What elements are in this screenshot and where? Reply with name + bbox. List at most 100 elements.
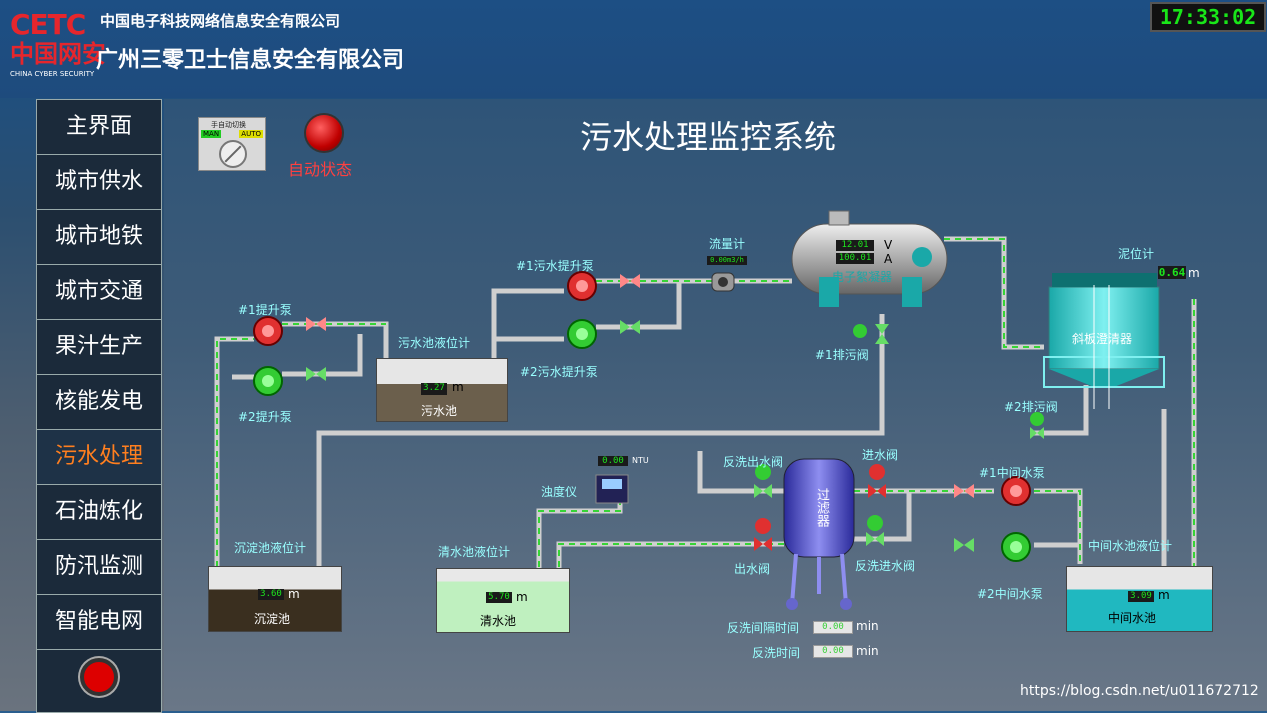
valve-icon[interactable] — [620, 320, 640, 334]
label-outlet-valve: 出水阀 — [734, 562, 771, 576]
sidebar-item-nuclear[interactable]: 核能发电 — [37, 375, 161, 430]
emergency-stop-button[interactable] — [80, 658, 118, 696]
logo-cn: 中国网安 — [10, 40, 106, 68]
turbidity-meter-icon — [595, 474, 629, 504]
current-unit: A — [884, 252, 893, 266]
backwash-time-input[interactable]: 0.00 — [813, 645, 853, 658]
pump-sewage-1-icon[interactable] — [567, 271, 597, 301]
clarifier-tank — [1043, 273, 1165, 409]
label-backwash-in: 反洗进水阀 — [855, 559, 916, 573]
pump-mid-2-icon[interactable] — [1001, 532, 1031, 562]
label-backwash-time: 反洗时间 — [752, 646, 801, 660]
pump-lift-2-icon[interactable] — [253, 366, 283, 396]
pump-sewage-2-icon[interactable] — [567, 319, 597, 349]
label-sewage-pool-level: 污水池液位计 — [398, 336, 471, 350]
org-name-1: 中国电子科技网络信息安全有限公司 — [100, 12, 341, 30]
sidebar-item-home[interactable]: 主界面 — [37, 100, 161, 155]
sed-level-display: 3.60 — [258, 589, 284, 600]
label-sewage-pool: 污水池 — [421, 404, 458, 418]
flow-lines — [216, 238, 1195, 584]
sed-level-unit: m — [288, 587, 300, 601]
label-electro-coagulator: 电子絮凝器 — [832, 270, 893, 284]
valve-icon[interactable] — [306, 367, 326, 381]
mode-auto-label: AUTO — [239, 130, 263, 138]
label-mid-pump-2: #2中间水泵 — [977, 587, 1043, 601]
label-clarifier: 斜板澄清器 — [1072, 332, 1133, 346]
valve-icon[interactable] — [954, 538, 974, 552]
header-bar — [0, 0, 1267, 98]
label-mid-pool: 中间水池 — [1108, 611, 1157, 625]
voltage-display: 12.01 — [836, 240, 874, 251]
backwash-interval-input[interactable]: 0.00 — [813, 621, 853, 634]
flowmeter-icon — [711, 272, 735, 292]
valve-drain-1-icon[interactable] — [853, 324, 889, 344]
sidebar-item-petro[interactable]: 石油炼化 — [37, 485, 161, 540]
filter-vessel — [783, 458, 855, 610]
label-clean-pool: 清水池 — [480, 614, 517, 628]
valve-backwash-out-icon[interactable] — [754, 464, 772, 498]
backwash-interval-unit: min — [856, 619, 879, 633]
valve-icon[interactable] — [620, 274, 640, 288]
valve-icon[interactable] — [306, 317, 326, 331]
voltage-unit: V — [884, 238, 893, 252]
valve-drain-2-icon[interactable] — [1030, 412, 1044, 439]
valve-inlet-icon[interactable] — [868, 464, 886, 498]
valve-outlet-icon[interactable] — [754, 518, 772, 551]
label-mud-meter: 泥位计 — [1118, 247, 1155, 261]
label-pump-lift-2: #2提升泵 — [238, 410, 292, 424]
label-turbidity: 浊度仪 — [541, 485, 578, 499]
mode-knob-icon — [219, 140, 247, 168]
mode-man-label: MAN — [201, 130, 222, 138]
label-mid-pool-level: 中间水池液位计 — [1088, 539, 1173, 553]
logo-cetc: CETC — [10, 8, 86, 41]
sidebar-stop-area — [37, 650, 161, 704]
pump-lift-1-icon[interactable] — [253, 316, 283, 346]
sidebar-item-sewage[interactable]: 污水处理 — [37, 430, 161, 485]
mid-level-display: 3.09 — [1128, 591, 1154, 602]
backwash-time-unit: min — [856, 644, 879, 658]
sidebar-item-grid[interactable]: 智能电网 — [37, 595, 161, 650]
sidebar-item-flood[interactable]: 防汛监测 — [37, 540, 161, 595]
label-inlet-valve: 进水阀 — [862, 448, 899, 462]
mode-switch-title: 手自动切换 — [211, 121, 246, 129]
label-backwash-interval: 反洗间隔时间 — [727, 621, 800, 635]
sidebar-nav: 主界面 城市供水 城市地铁 城市交通 果汁生产 核能发电 污水处理 石油炼化 防… — [36, 99, 162, 713]
status-label: 自动状态 — [288, 160, 353, 179]
label-flowmeter: 流量计 — [709, 237, 746, 251]
page-title: 污水处理监控系统 — [580, 118, 837, 156]
clean-level-unit: m — [516, 590, 528, 604]
clock-display: 17:33:02 — [1150, 2, 1266, 32]
sewage-level-unit: m — [452, 380, 464, 394]
label-clean-pool-level: 清水池液位计 — [438, 545, 511, 559]
sidebar-item-metro[interactable]: 城市地铁 — [37, 210, 161, 265]
label-backwash-out: 反洗出水阀 — [723, 455, 784, 469]
sidebar-item-water-supply[interactable]: 城市供水 — [37, 155, 161, 210]
flow-display: 0.00m3/h — [707, 256, 747, 265]
label-drain-2: #2排污阀 — [1004, 400, 1058, 414]
mud-level-display: 0.64 — [1158, 266, 1186, 279]
turbidity-unit: NTU — [632, 456, 649, 465]
org-name-2: 广州三零卫士信息安全有限公司 — [96, 48, 405, 73]
sidebar-item-traffic[interactable]: 城市交通 — [37, 265, 161, 320]
mid-level-unit: m — [1158, 588, 1170, 602]
mud-level-unit: m — [1188, 266, 1200, 280]
valve-backwash-in-icon[interactable] — [866, 515, 884, 546]
logo-en: CHINA CYBER SECURITY — [10, 70, 95, 78]
label-sewage-pump-1: #1污水提升泵 — [516, 259, 594, 273]
current-display: 100.01 — [836, 253, 874, 264]
turbidity-display: 0.00 — [598, 456, 628, 466]
label-sewage-pump-2: #2污水提升泵 — [520, 365, 598, 379]
valve-icon[interactable] — [954, 484, 974, 498]
status-lamp-icon — [306, 115, 342, 151]
label-sed-pool-level: 沉淀池液位计 — [234, 541, 307, 555]
pump-mid-1-icon[interactable] — [1001, 476, 1031, 506]
mode-switch[interactable]: 手自动切换 MAN AUTO — [198, 117, 266, 171]
sidebar-item-juice[interactable]: 果汁生产 — [37, 320, 161, 375]
label-mid-pump-1: #1中间水泵 — [979, 466, 1045, 480]
sewage-level-display: 3.27 — [421, 383, 447, 395]
label-filter: 过滤器 — [814, 488, 829, 527]
label-drain-1: #1排污阀 — [815, 348, 869, 362]
label-pump-lift-1: #1提升泵 — [238, 303, 292, 317]
clean-level-display: 5.70 — [486, 592, 512, 603]
label-sed-pool: 沉淀池 — [254, 612, 291, 626]
